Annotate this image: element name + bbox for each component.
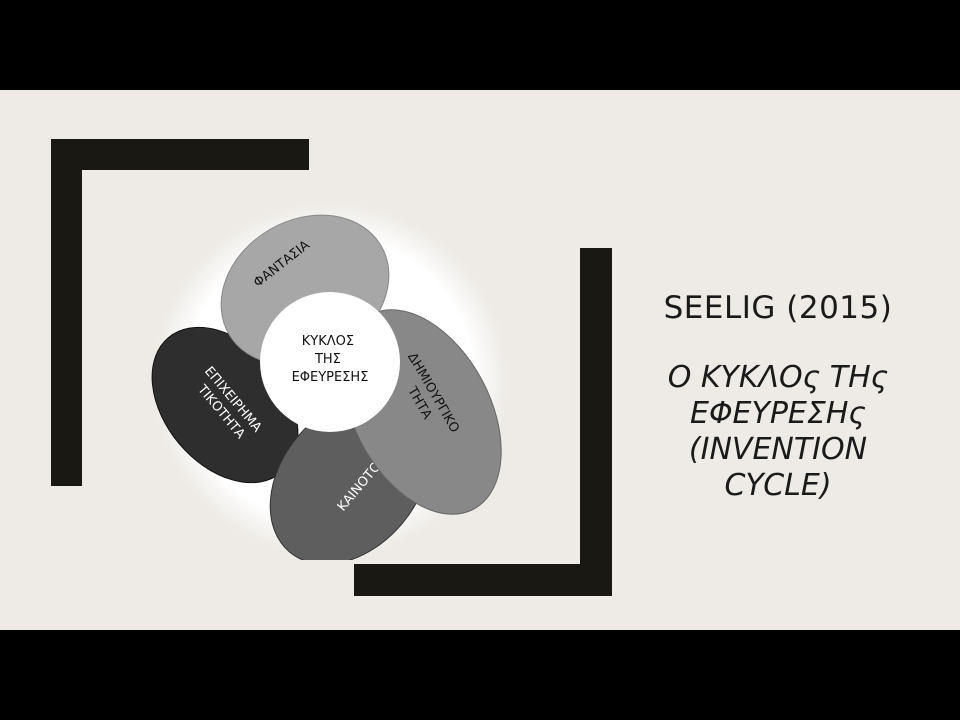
- frame-bracket-top-left-horizontal: [51, 139, 309, 170]
- frame-bracket-bottom-right-horizontal: [354, 564, 612, 596]
- cycle-center: ΚΥΚΛΟΣ ΤΗΣ ΕΦΕΥΡΕΣΗΣ: [260, 292, 400, 432]
- title-block: SEELIG (2015) Ο ΚΥΚΛΟς ΤΗς ΕΦΕΥΡΕΣΗς (IN…: [628, 290, 928, 504]
- subtitle-line: (INVENTION: [688, 432, 868, 467]
- slide-subtitle: Ο ΚΥΚΛΟς ΤΗς ΕΦΕΥΡΕΣΗς (INVENTION CYCLE): [628, 360, 928, 504]
- center-circle: [260, 292, 400, 432]
- frame-bracket-top-left-vertical: [51, 139, 82, 486]
- subtitle-line: ΕΦΕΥΡΕΣΗς: [689, 396, 866, 431]
- petal-creativity: ΔΗΜΙΟΥΡΓΙΚΟ ΤΗΤΑ: [342, 309, 502, 515]
- slide: ΕΠΙΧΕΙΡΗΜΑ ΤΙΚΟΤΗΤΑ ΚΑΙΝΟΤΟΜΙΑ ΔΗΜΙΟΥΡΓΙ…: [0, 90, 960, 630]
- subtitle-line: Ο ΚΥΚΛΟς ΤΗς: [667, 360, 889, 395]
- slide-title: SEELIG (2015): [663, 290, 893, 326]
- subtitle-line: CYCLE): [724, 468, 832, 503]
- frame-bracket-bottom-right-vertical: [580, 248, 612, 596]
- invention-cycle-diagram: ΕΠΙΧΕΙΡΗΜΑ ΤΙΚΟΤΗΤΑ ΚΑΙΝΟΤΟΜΙΑ ΔΗΜΙΟΥΡΓΙ…: [150, 200, 510, 560]
- center-label: ΚΥΚΛΟΣ ΤΗΣ ΕΦΕΥΡΕΣΗΣ: [292, 334, 369, 385]
